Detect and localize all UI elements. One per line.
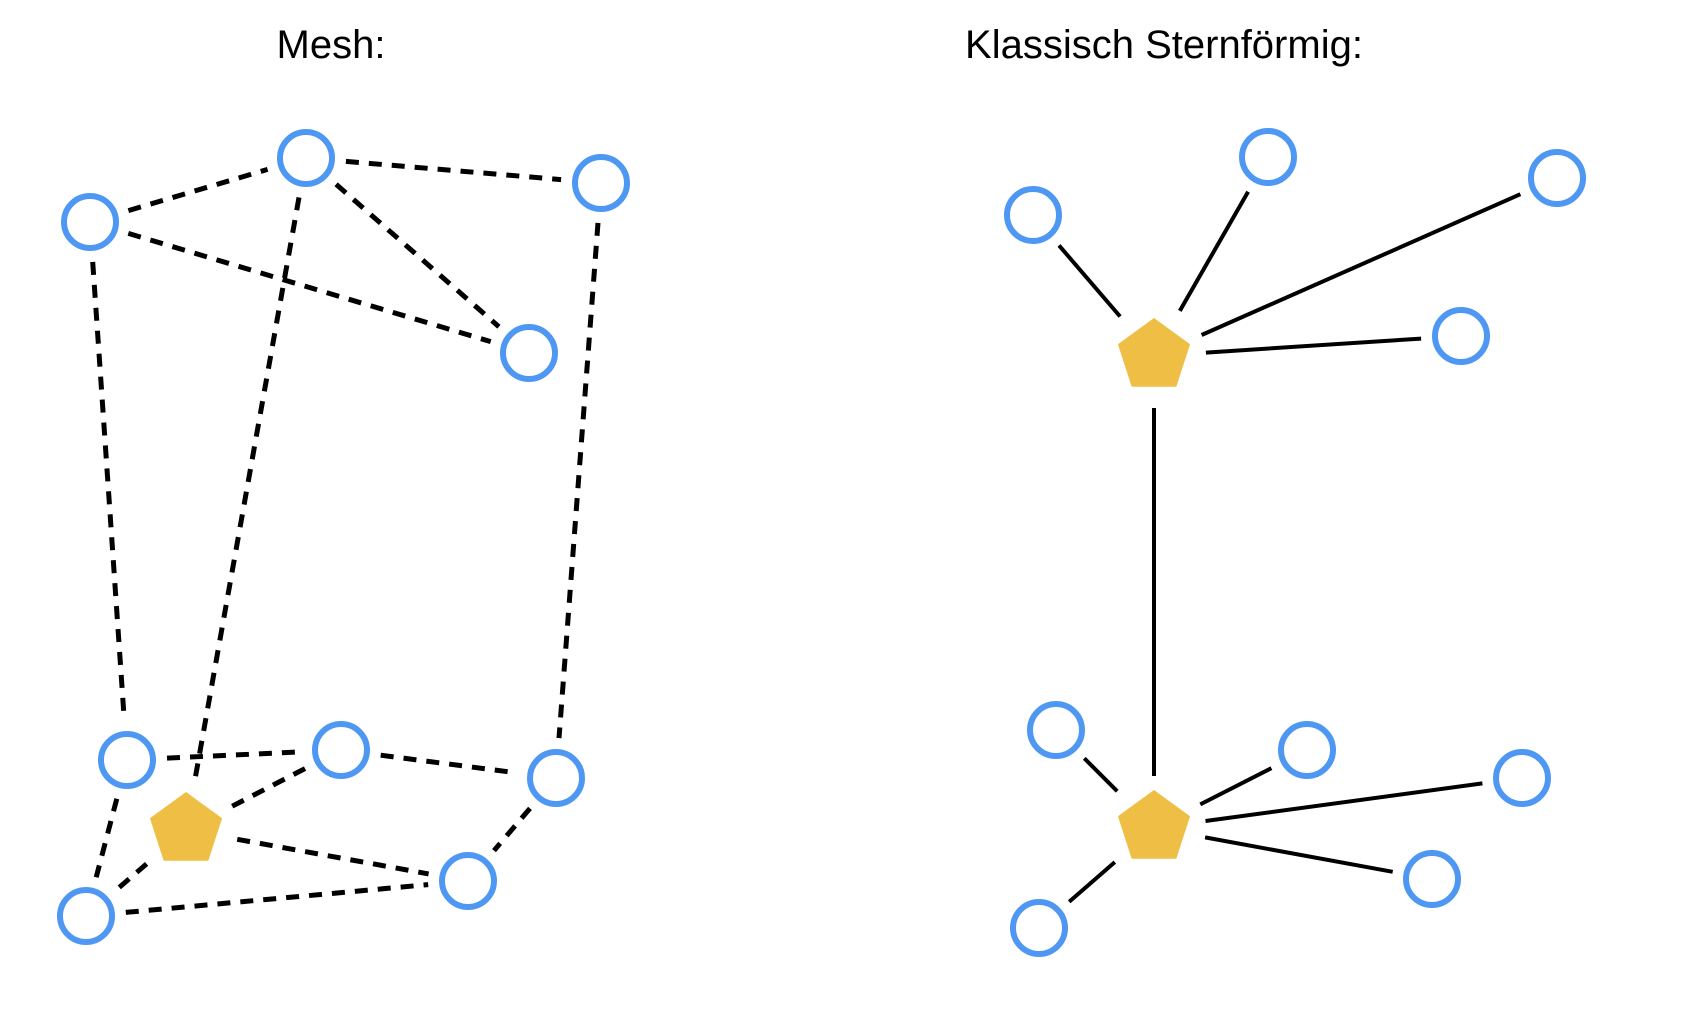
mesh-device-node-circle [57, 887, 115, 945]
mesh-link [114, 862, 149, 892]
star-title: Klassisch Sternförmig: [965, 23, 1363, 67]
star-device-node-circle [1004, 186, 1062, 244]
mesh-link [166, 749, 302, 761]
star-hub-node-pentagon [1117, 790, 1191, 859]
star-link [1178, 190, 1250, 312]
mesh-link [492, 806, 532, 853]
mesh-link [125, 882, 429, 915]
mesh-link [345, 158, 562, 183]
star-link [1082, 756, 1119, 793]
star-link [1067, 860, 1117, 904]
star-link [1205, 336, 1422, 355]
star-link [1204, 835, 1394, 874]
star-link [1199, 766, 1273, 807]
mesh-device-node-circle [312, 721, 370, 779]
mesh-device-node-circle [527, 749, 585, 807]
mesh-link [556, 222, 601, 739]
star-link [1205, 781, 1483, 823]
mesh-link [236, 836, 430, 877]
mesh-link [231, 766, 307, 809]
star-device-node-circle [1278, 721, 1336, 779]
star-device-node-circle [1010, 899, 1068, 957]
star-device-node-circle [1528, 149, 1586, 207]
mesh-link [127, 231, 492, 344]
mesh-title: Mesh: [277, 23, 386, 67]
star-device-node-circle [1493, 749, 1551, 807]
star-device-node-circle [1432, 307, 1490, 365]
mesh-link [192, 196, 302, 780]
star-diagram [1004, 128, 1586, 957]
star-link [1057, 244, 1122, 318]
star-device-node-circle [1027, 701, 1085, 759]
mesh-link [90, 261, 127, 721]
mesh-device-node-circle [500, 324, 558, 382]
mesh-link [127, 167, 269, 213]
mesh-link [334, 182, 501, 329]
mesh-device-node-circle [277, 129, 335, 187]
mesh-diagram [57, 129, 630, 945]
mesh-device-node-circle [439, 852, 497, 910]
mesh-device-node-circle [572, 154, 630, 212]
mesh-hub-node-pentagon [149, 792, 223, 861]
mesh-device-node-circle [98, 731, 156, 789]
star-link [1200, 192, 1522, 337]
mesh-device-node-circle [61, 193, 119, 251]
mesh-link [380, 752, 517, 776]
mesh-link [93, 798, 120, 878]
star-hub-node-pentagon [1117, 318, 1191, 387]
star-device-node-circle [1239, 128, 1297, 186]
star-device-node-circle [1403, 850, 1461, 908]
